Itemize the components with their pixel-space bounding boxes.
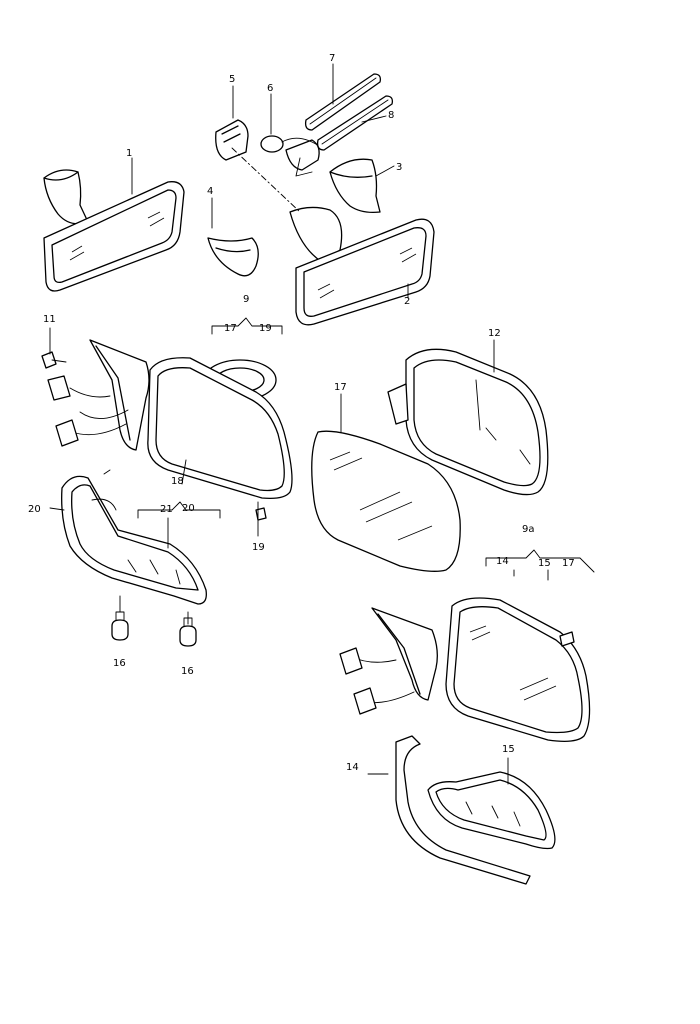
trim-strip-part-7	[304, 73, 382, 131]
interior-mirror-part-1	[43, 169, 185, 292]
callout-15: 15	[502, 744, 515, 755]
callout-14: 14	[346, 762, 359, 773]
cover-clip-part-4	[207, 237, 259, 277]
callout-5: 5	[229, 74, 235, 85]
callout-17-glass: 17	[334, 382, 347, 393]
callout-9: 9	[243, 294, 249, 305]
callout-14-group: 14	[496, 556, 509, 567]
callout-17-group-left: 17	[224, 323, 237, 334]
callout-20-group: 20	[182, 503, 195, 514]
callout-20: 20	[28, 504, 41, 515]
callout-labels: 1 2 3 4 5 6 7 8 9 11 12 17 19 17 18 20 2…	[28, 53, 575, 773]
callout-3: 3	[396, 162, 402, 173]
connector-part-6	[260, 135, 323, 177]
callout-8: 8	[388, 110, 394, 121]
callout-11: 11	[43, 314, 56, 325]
screw-part-16-left	[111, 611, 129, 641]
callout-16-right: 16	[181, 666, 194, 677]
screw-part-16-right	[179, 617, 197, 647]
callout-15-group: 15	[538, 558, 551, 569]
callout-7: 7	[329, 53, 335, 64]
callout-19: 19	[252, 542, 265, 553]
callout-19-group: 19	[259, 323, 272, 334]
interior-mirror-part-2	[289, 206, 435, 326]
leader-lines	[49, 63, 595, 785]
callout-12: 12	[488, 328, 501, 339]
callout-18: 18	[171, 476, 184, 487]
callout-4: 4	[207, 186, 213, 197]
exterior-mirror-right-assembly	[339, 597, 591, 742]
mirror-bracket-part-3	[329, 158, 381, 214]
callout-2: 2	[404, 296, 410, 307]
trim-strip-part-8	[316, 95, 394, 151]
callout-9a: 9a	[522, 524, 535, 535]
sensor-part-5	[215, 119, 249, 161]
lower-cover-part-20	[61, 469, 207, 605]
mirror-glass-part-17	[311, 430, 461, 572]
mirror-housing-part-12	[387, 348, 549, 496]
callout-16-left: 16	[113, 658, 126, 669]
rubber-strip-part-14	[395, 735, 531, 885]
callout-6: 6	[267, 83, 273, 94]
exterior-mirror-left-assembly	[41, 339, 293, 521]
callout-1: 1	[126, 148, 132, 159]
assembly-guide-line	[231, 147, 301, 213]
callout-21: 21	[160, 504, 173, 515]
callout-17-group-right: 17	[562, 558, 575, 569]
lower-cover-part-15	[427, 771, 556, 850]
